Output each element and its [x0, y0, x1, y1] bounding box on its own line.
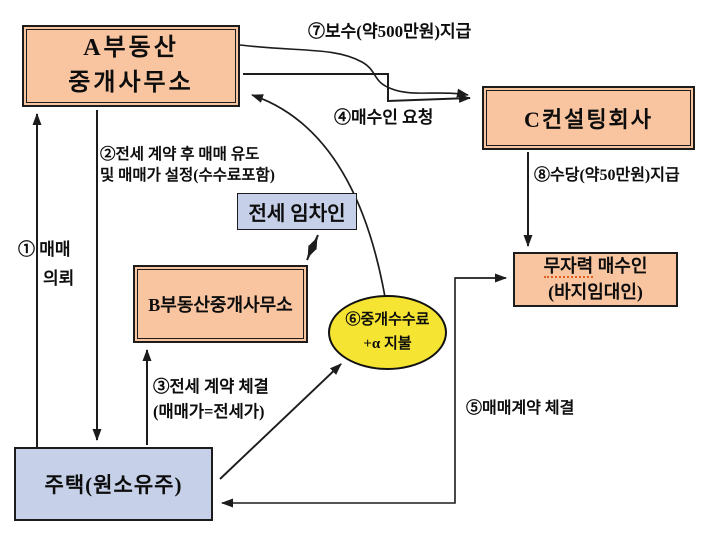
arrow-fee-payment-curve: [239, 44, 469, 98]
label-sale-contract: ⑤매매계약 체결: [466, 400, 575, 417]
label-fee-payment: ⑦보수(약500만원)지급: [308, 22, 472, 41]
label-jeonse-contract: ③전세 계약 체결 (매매가=전세가): [153, 375, 269, 425]
node-office-a-inner: A부동산 중개사무소: [26, 29, 236, 103]
office-a-label-line2: 중개사무소: [68, 70, 194, 96]
label-induce-sale-line2: 및 매매가 설정(수수료포함): [100, 166, 275, 184]
node-office-b-inner: B부동산중개사무소: [137, 269, 304, 339]
label-sale-request: ① 매매 의뢰: [18, 236, 74, 294]
label-sale-request-line1: ① 매매: [18, 240, 71, 259]
arrow-fee-to-office-a: [251, 94, 386, 298]
arrow-tenant-b-down: [307, 234, 319, 258]
house-label: 주택(원소유주): [44, 473, 183, 497]
node-buyer: 무자력 매수인 (바지임대인): [513, 252, 678, 307]
office-a-label-line1: A부동산: [83, 35, 179, 62]
label-induce-sale-line1: ②전세 계약 후 매매 유도: [100, 146, 260, 163]
tenant-label: 전세 임차인: [248, 203, 346, 225]
arrow-house-to-fee: [219, 363, 342, 480]
buyer-label-line2: (바지임대인): [548, 281, 643, 302]
label-buyer-request: ④매수인 요청: [334, 108, 434, 127]
node-consulting-c-inner: C컨설팅회사: [486, 90, 691, 146]
node-office-b: B부동산중개사무소: [133, 265, 308, 343]
node-house: 주택(원소유주): [14, 447, 213, 521]
buyer-label-rest: 매수인: [593, 256, 648, 277]
arrow-buyer-request: [243, 73, 471, 103]
consulting-c-label: C컨설팅회사: [523, 107, 654, 132]
label-allowance-payment: ⑧수당(약50만원)지급: [534, 167, 680, 184]
label-sale-request-line2: 의뢰: [43, 268, 75, 288]
buyer-label-line1: 무자력 매수인: [543, 254, 648, 279]
buyer-label-underlined: 무자력: [543, 256, 594, 279]
label-jeonse-contract-line1: ③전세 계약 체결: [153, 377, 269, 396]
office-b-label: B부동산중개사무소: [148, 295, 293, 315]
label-jeonse-contract-line2: (매매가=전세가): [153, 401, 265, 421]
node-fee-ellipse: ⑥중개수수료 +α 지불: [328, 295, 447, 370]
node-office-a: A부동산 중개사무소: [22, 25, 240, 107]
node-tenant: 전세 임차인: [237, 193, 357, 230]
node-consulting-c: C컨설팅회사: [482, 86, 695, 150]
fee-label-line2: +α 지불: [363, 335, 412, 352]
fee-label-line1: ⑥중개수수료: [345, 312, 430, 329]
label-induce-sale: ②전세 계약 후 매매 유도 및 매매가 설정(수수료포함): [100, 145, 275, 187]
